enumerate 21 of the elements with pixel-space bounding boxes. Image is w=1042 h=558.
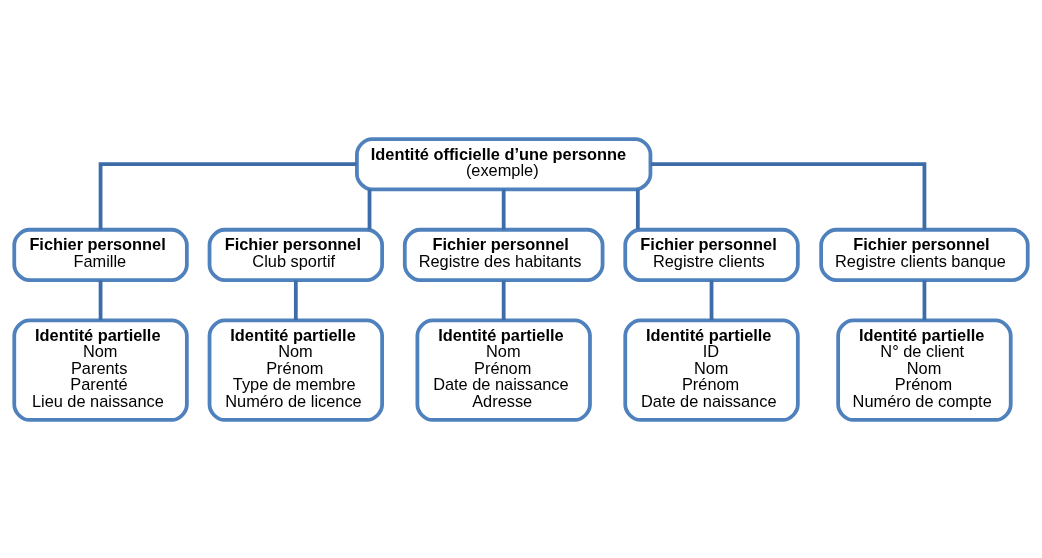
node-box: Fichier personnel Club sportif (207, 227, 384, 282)
node-box: Identité partielle Nom Parents Parenté Lieu de naissance (12, 318, 189, 422)
connector (635, 189, 640, 229)
node-box: Identité partielle Nom Prénom Type de membre Numéro de licence (207, 318, 384, 422)
connector (98, 161, 357, 230)
node-box: Fichier personnel Famille (12, 227, 189, 282)
connector (709, 280, 714, 320)
node-box: Fichier personnel Registre des habitants (402, 227, 605, 282)
connector (367, 189, 372, 229)
connector (650, 161, 927, 230)
connector (922, 280, 927, 320)
connector (293, 280, 298, 320)
connector (501, 189, 506, 229)
node-box: Identité partielle ID Nom Prénom Date de naissance (623, 318, 800, 422)
node-box: Identité partielle Nom Prénom Date de naissance Adresse (415, 318, 592, 422)
node-box: Identité partielle N° de client Nom Prénom Numéro de compte (836, 318, 1013, 422)
node-box: Fichier personnel Registre clients (623, 227, 800, 282)
connector (501, 280, 506, 320)
node-box: Identité officielle d’une personne (exemple) (355, 136, 653, 191)
connector (98, 280, 103, 320)
node-box: Fichier personnel Registre clients banque (819, 227, 1030, 282)
